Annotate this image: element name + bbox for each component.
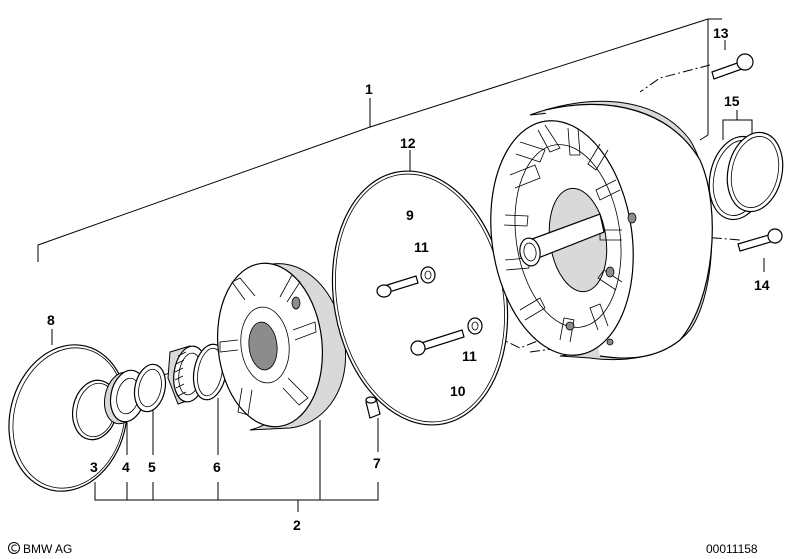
part-15-rings [708,131,784,221]
footer: © BMW AG 00011158 [8,542,758,556]
callout-11-lower: 11 [462,348,477,364]
part-11-washer-lower [467,317,483,335]
callout-13: 13 [713,25,729,41]
callout-4: 4 [122,459,130,475]
callout-labels: 1 2 3 4 5 6 7 8 9 10 11 11 12 13 14 15 [47,25,770,533]
part-10-bolt [410,329,465,356]
part-13-bolt [711,53,754,80]
part-9-bolt [376,275,419,298]
callout-15: 15 [724,93,740,109]
copyright-icon: © [8,542,20,554]
callout-12: 12 [400,135,416,151]
part-14-bolt [737,228,783,252]
pump-body-rear [490,100,713,360]
brand-label: BMW AG [23,542,72,556]
part-7-dowel-pin [365,396,381,419]
callout-9: 9 [406,207,414,223]
callout-7: 7 [373,455,381,471]
callout-1: 1 [365,81,373,97]
part-5-ring [133,363,167,413]
callout-5: 5 [148,459,156,475]
callout-3: 3 [90,459,98,475]
pump-housing-front [216,262,347,431]
drawing-number: 00011158 [706,542,758,556]
callout-2: 2 [293,517,301,533]
callout-6: 6 [213,459,221,475]
part-11-washer-upper [420,266,436,284]
callout-8: 8 [47,312,55,328]
callout-14: 14 [754,277,770,293]
callout-11-upper: 11 [414,239,429,255]
callout-10: 10 [450,383,466,399]
